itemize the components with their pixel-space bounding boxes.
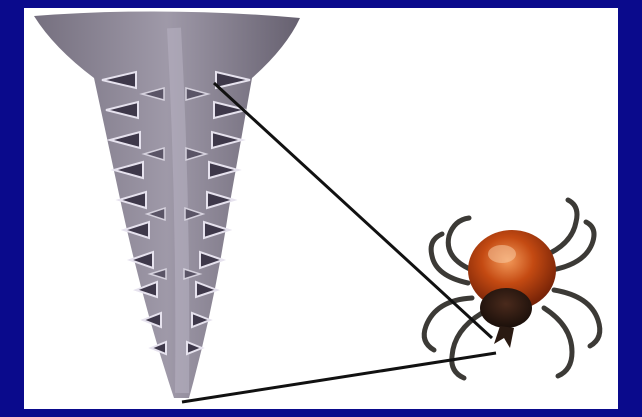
tick-mouthparts — [494, 326, 514, 348]
pointer-line-bottom — [182, 353, 496, 402]
tick — [424, 200, 600, 378]
tick-hypostome-illustration — [24, 8, 618, 409]
hypostome — [34, 11, 300, 398]
pointer-line-top — [214, 83, 492, 338]
tick-head — [480, 288, 532, 328]
image-panel — [24, 8, 618, 409]
